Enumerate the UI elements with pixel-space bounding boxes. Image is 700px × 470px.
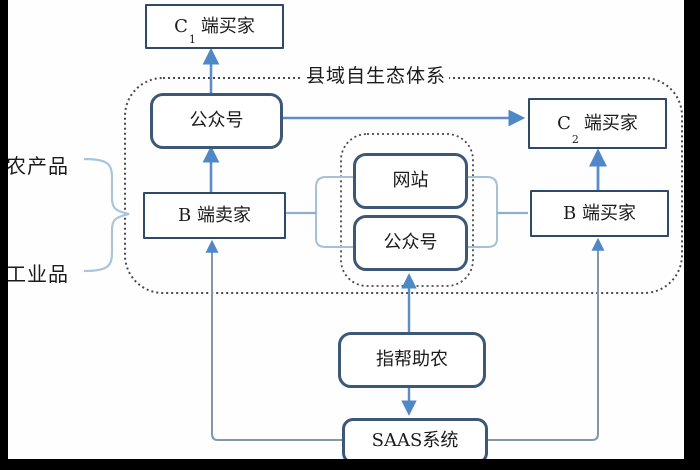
connector-saas-to-bbuyer — [482, 237, 605, 441]
node-zhibang-zhunong-label: 指帮助农 — [376, 349, 448, 370]
node-c1-buyer-rest: 端买家 — [200, 15, 255, 37]
node-website-label: 网站 — [392, 170, 429, 191]
node-c2-buyer-sub: 2 — [571, 133, 579, 146]
node-zhibang-zhunong: 指帮助农 — [338, 332, 486, 388]
node-c2-buyer-rest: 端买家 — [583, 112, 638, 134]
bracket-left — [315, 176, 353, 248]
node-official-account-middle: 公众号 — [353, 215, 468, 271]
node-b-seller-label: B 端卖家 — [178, 204, 251, 226]
node-official-account-top: 公众号 — [150, 93, 283, 149]
label-agricultural-products: 农产品 — [6, 154, 69, 178]
node-c1-buyer-sub: 1 — [188, 33, 196, 46]
node-b-seller: B 端卖家 — [143, 192, 286, 239]
node-website: 网站 — [353, 153, 468, 209]
node-saas-system-label: SAAS系统 — [371, 430, 459, 451]
letterbox-bottom — [0, 459, 700, 470]
label-industrial-products: 工业品 — [6, 262, 69, 286]
brace-products — [83, 157, 130, 273]
node-c1-buyer-pre: C — [174, 15, 188, 37]
diagram-title: 县域自生态体系 — [303, 61, 450, 88]
node-official-account-middle-label: 公众号 — [383, 232, 438, 253]
letterbox-left — [0, 0, 8, 470]
node-b-buyer: B 端买家 — [530, 190, 669, 237]
node-saas-system: SAAS系统 — [342, 418, 488, 464]
connector-saas-to-bseller — [205, 239, 343, 441]
node-official-account-top-label: 公众号 — [189, 110, 244, 131]
node-c2-buyer-pre: C — [557, 112, 571, 134]
node-b-buyer-label: B 端买家 — [563, 202, 636, 224]
letterbox-right — [684, 0, 700, 470]
